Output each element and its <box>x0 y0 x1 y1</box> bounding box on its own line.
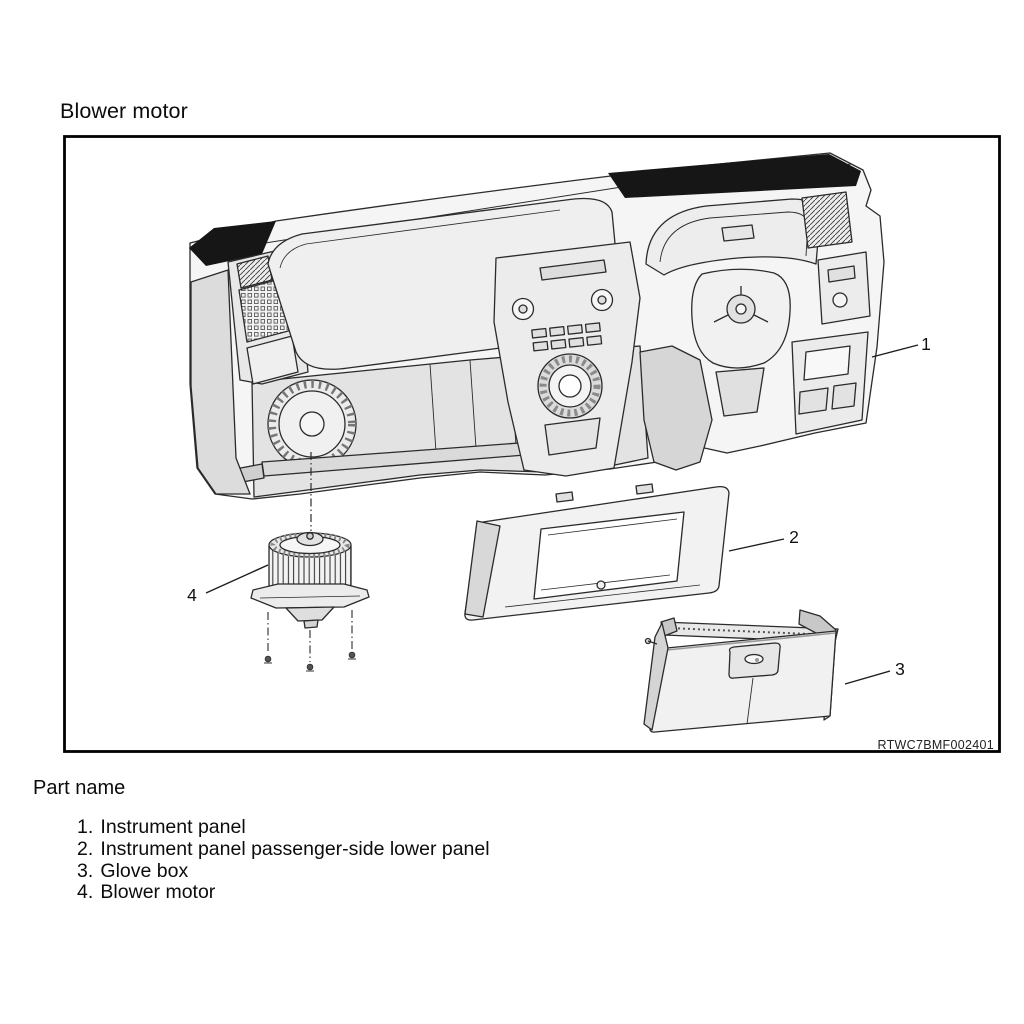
part-label: Instrument panel <box>100 816 246 838</box>
callout-leaders <box>205 344 919 685</box>
right-vent-and-controls <box>801 191 871 325</box>
right-end-panel <box>791 331 869 435</box>
part-list-item: 2. Instrument panel passenger-side lower… <box>77 837 490 861</box>
mounting-screw-lines <box>267 610 353 662</box>
part-label: Instrument panel passenger-side lower pa… <box>100 837 490 860</box>
part-number: 2. <box>77 837 94 860</box>
mounting-screws <box>264 651 356 672</box>
callout-3-leader <box>844 670 891 685</box>
callout-1-leader <box>871 344 919 358</box>
defroster-band <box>608 154 861 198</box>
side-demister-vent <box>236 255 273 289</box>
part-number: 3. <box>77 859 94 882</box>
blower-cone <box>285 606 335 622</box>
glove-box-illustration <box>643 609 839 733</box>
part-label: Blower motor <box>100 881 216 904</box>
callout-4-label: 4 <box>187 585 197 605</box>
callout-2-leader <box>728 538 785 552</box>
part-list-item: 3. Glove box <box>77 859 490 883</box>
part-number: 1. <box>77 816 94 838</box>
glove-box-latch <box>728 642 781 679</box>
blower-motor-illustration <box>250 531 370 672</box>
part-name-heading: Part name <box>33 777 126 799</box>
callout-1-label: 1 <box>921 334 931 354</box>
figure-code: RTWC7BMF002401 <box>877 738 994 752</box>
left-end-cap <box>190 269 251 495</box>
callout-2-label: 2 <box>789 527 799 547</box>
callout-numbers: 1 2 3 4 <box>187 334 931 679</box>
right-demister-vent <box>801 191 853 249</box>
center-stack <box>493 241 641 477</box>
part-list-item: 4. Blower motor <box>77 881 490 904</box>
blower-flange <box>250 583 370 609</box>
part-list-item: 1. Instrument panel <box>77 816 490 839</box>
instrument-panel-illustration <box>189 152 885 500</box>
steering-column <box>715 367 765 417</box>
steering-wheel <box>691 268 791 417</box>
part-list: 1. Instrument panel 2. Instrument panel … <box>77 816 490 904</box>
part-number: 4. <box>77 881 94 904</box>
lower-panel-left-bevel <box>464 520 501 618</box>
part-label: Glove box <box>100 859 189 882</box>
lower-panel-opening <box>533 511 685 600</box>
callout-4-leader <box>205 564 269 594</box>
left-end-black-wedge <box>189 221 276 266</box>
lower-panel-illustration <box>464 483 730 621</box>
callout-3-label: 3 <box>895 659 905 679</box>
page-title: Blower motor <box>60 99 188 123</box>
